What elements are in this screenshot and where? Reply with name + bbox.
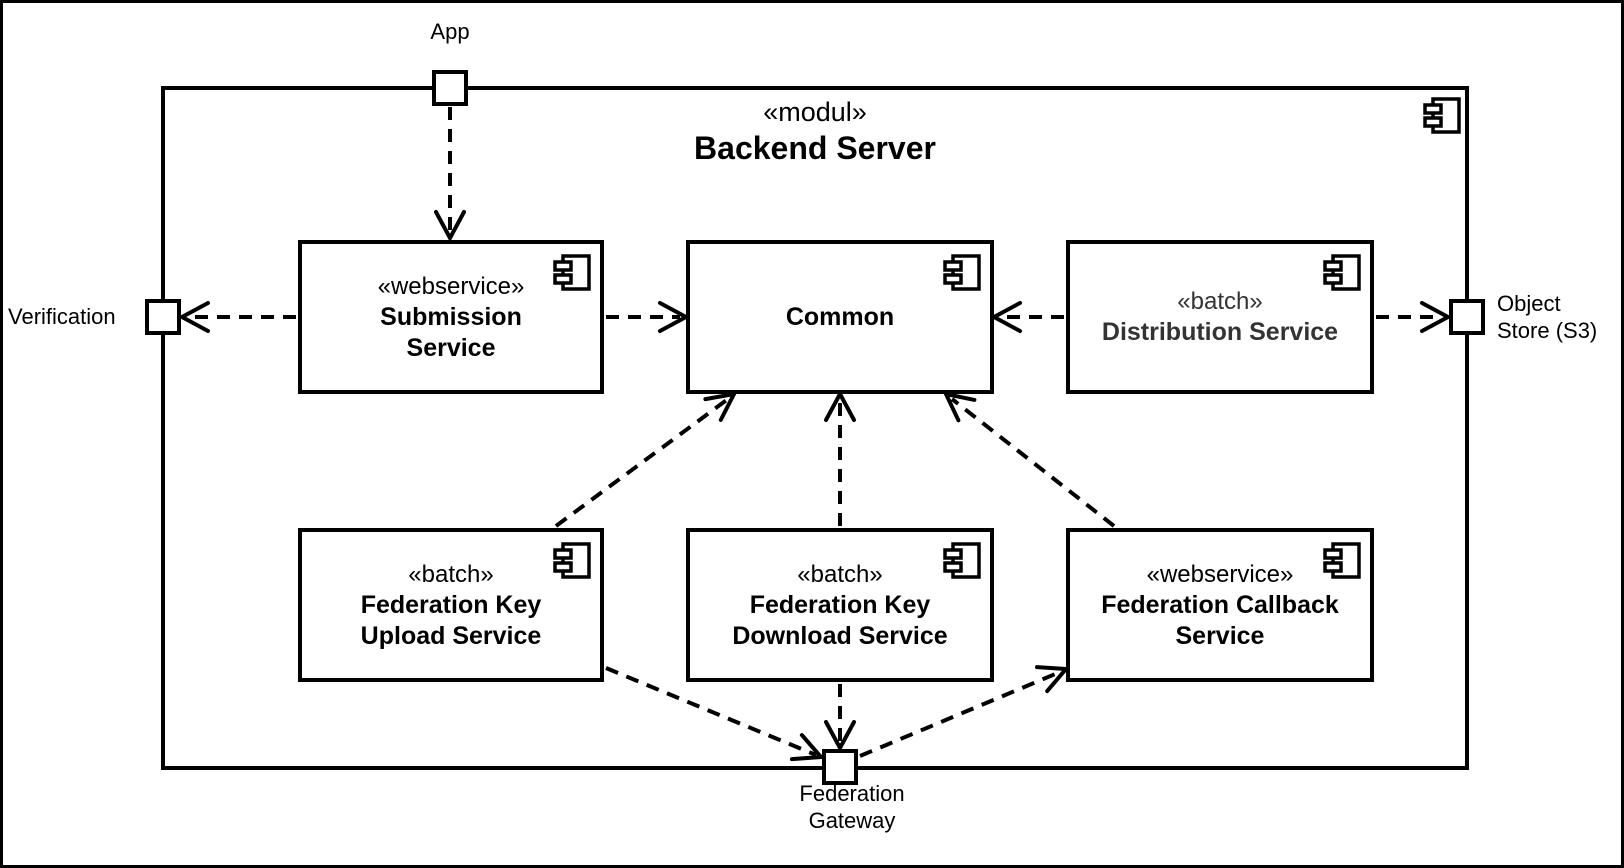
port-label-verification: Verification [8, 304, 116, 329]
port-label-federation-gateway: Federation Gateway [799, 781, 905, 833]
component-distribution-service: «batch» Distribution Service [1066, 240, 1374, 394]
port-label-app: App [430, 19, 470, 44]
component-stereotype: «webservice» [377, 272, 525, 300]
component-stereotype: «webservice» [1146, 560, 1294, 588]
module-stereotype: «modul» [763, 97, 867, 127]
component-icon [943, 542, 981, 579]
component-icon [1323, 542, 1361, 579]
port-label-object-store: Object Store (S3) [1497, 291, 1598, 343]
component-name: Federation Key Upload Service [360, 590, 542, 650]
arrow-download-to-common [824, 389, 856, 526]
component-federation-callback-service: «webservice» Federation Callback Service [1066, 528, 1374, 682]
arrow-app-to-submission [434, 107, 466, 243]
port-federation-gateway [822, 749, 858, 785]
port-verification [145, 299, 181, 335]
component-icon [553, 254, 591, 291]
component-icon [553, 542, 591, 579]
module-title: «modul» Backend Server [694, 96, 936, 167]
component-common: Common [686, 240, 994, 394]
component-stereotype: «batch» [1177, 288, 1263, 315]
component-federation-key-download-service: «batch» Federation Key Download Service [686, 528, 994, 682]
arrow-submission-to-verification [177, 301, 296, 333]
component-name: Federation Callback Service [1101, 590, 1339, 650]
port-object-store [1449, 299, 1485, 335]
component-name: Distribution Service [1101, 318, 1339, 346]
component-name: Common [785, 302, 895, 331]
port-app [432, 70, 468, 106]
arrow-upload-to-common [554, 391, 738, 528]
component-icon [1423, 97, 1461, 134]
component-name: Federation Key Download Service [732, 590, 948, 650]
component-stereotype: «batch» [408, 560, 494, 588]
arrow-download-to-gateway [824, 684, 856, 753]
component-federation-key-upload-service: «batch» Federation Key Upload Service [298, 528, 604, 682]
component-name: Submission Service [380, 302, 522, 362]
arrow-upload-to-gateway [605, 666, 826, 762]
component-icon [943, 254, 981, 291]
arrow-distribution-to-common [989, 301, 1064, 333]
component-submission-service: «webservice» Submission Service [298, 240, 604, 394]
backend-server-module [161, 86, 1469, 770]
component-icon [1323, 254, 1361, 291]
module-name: Backend Server [694, 130, 936, 166]
arrow-callback-to-common [942, 391, 1116, 528]
arrow-distribution-to-object-store [1376, 301, 1453, 333]
component-stereotype: «batch» [797, 560, 883, 588]
